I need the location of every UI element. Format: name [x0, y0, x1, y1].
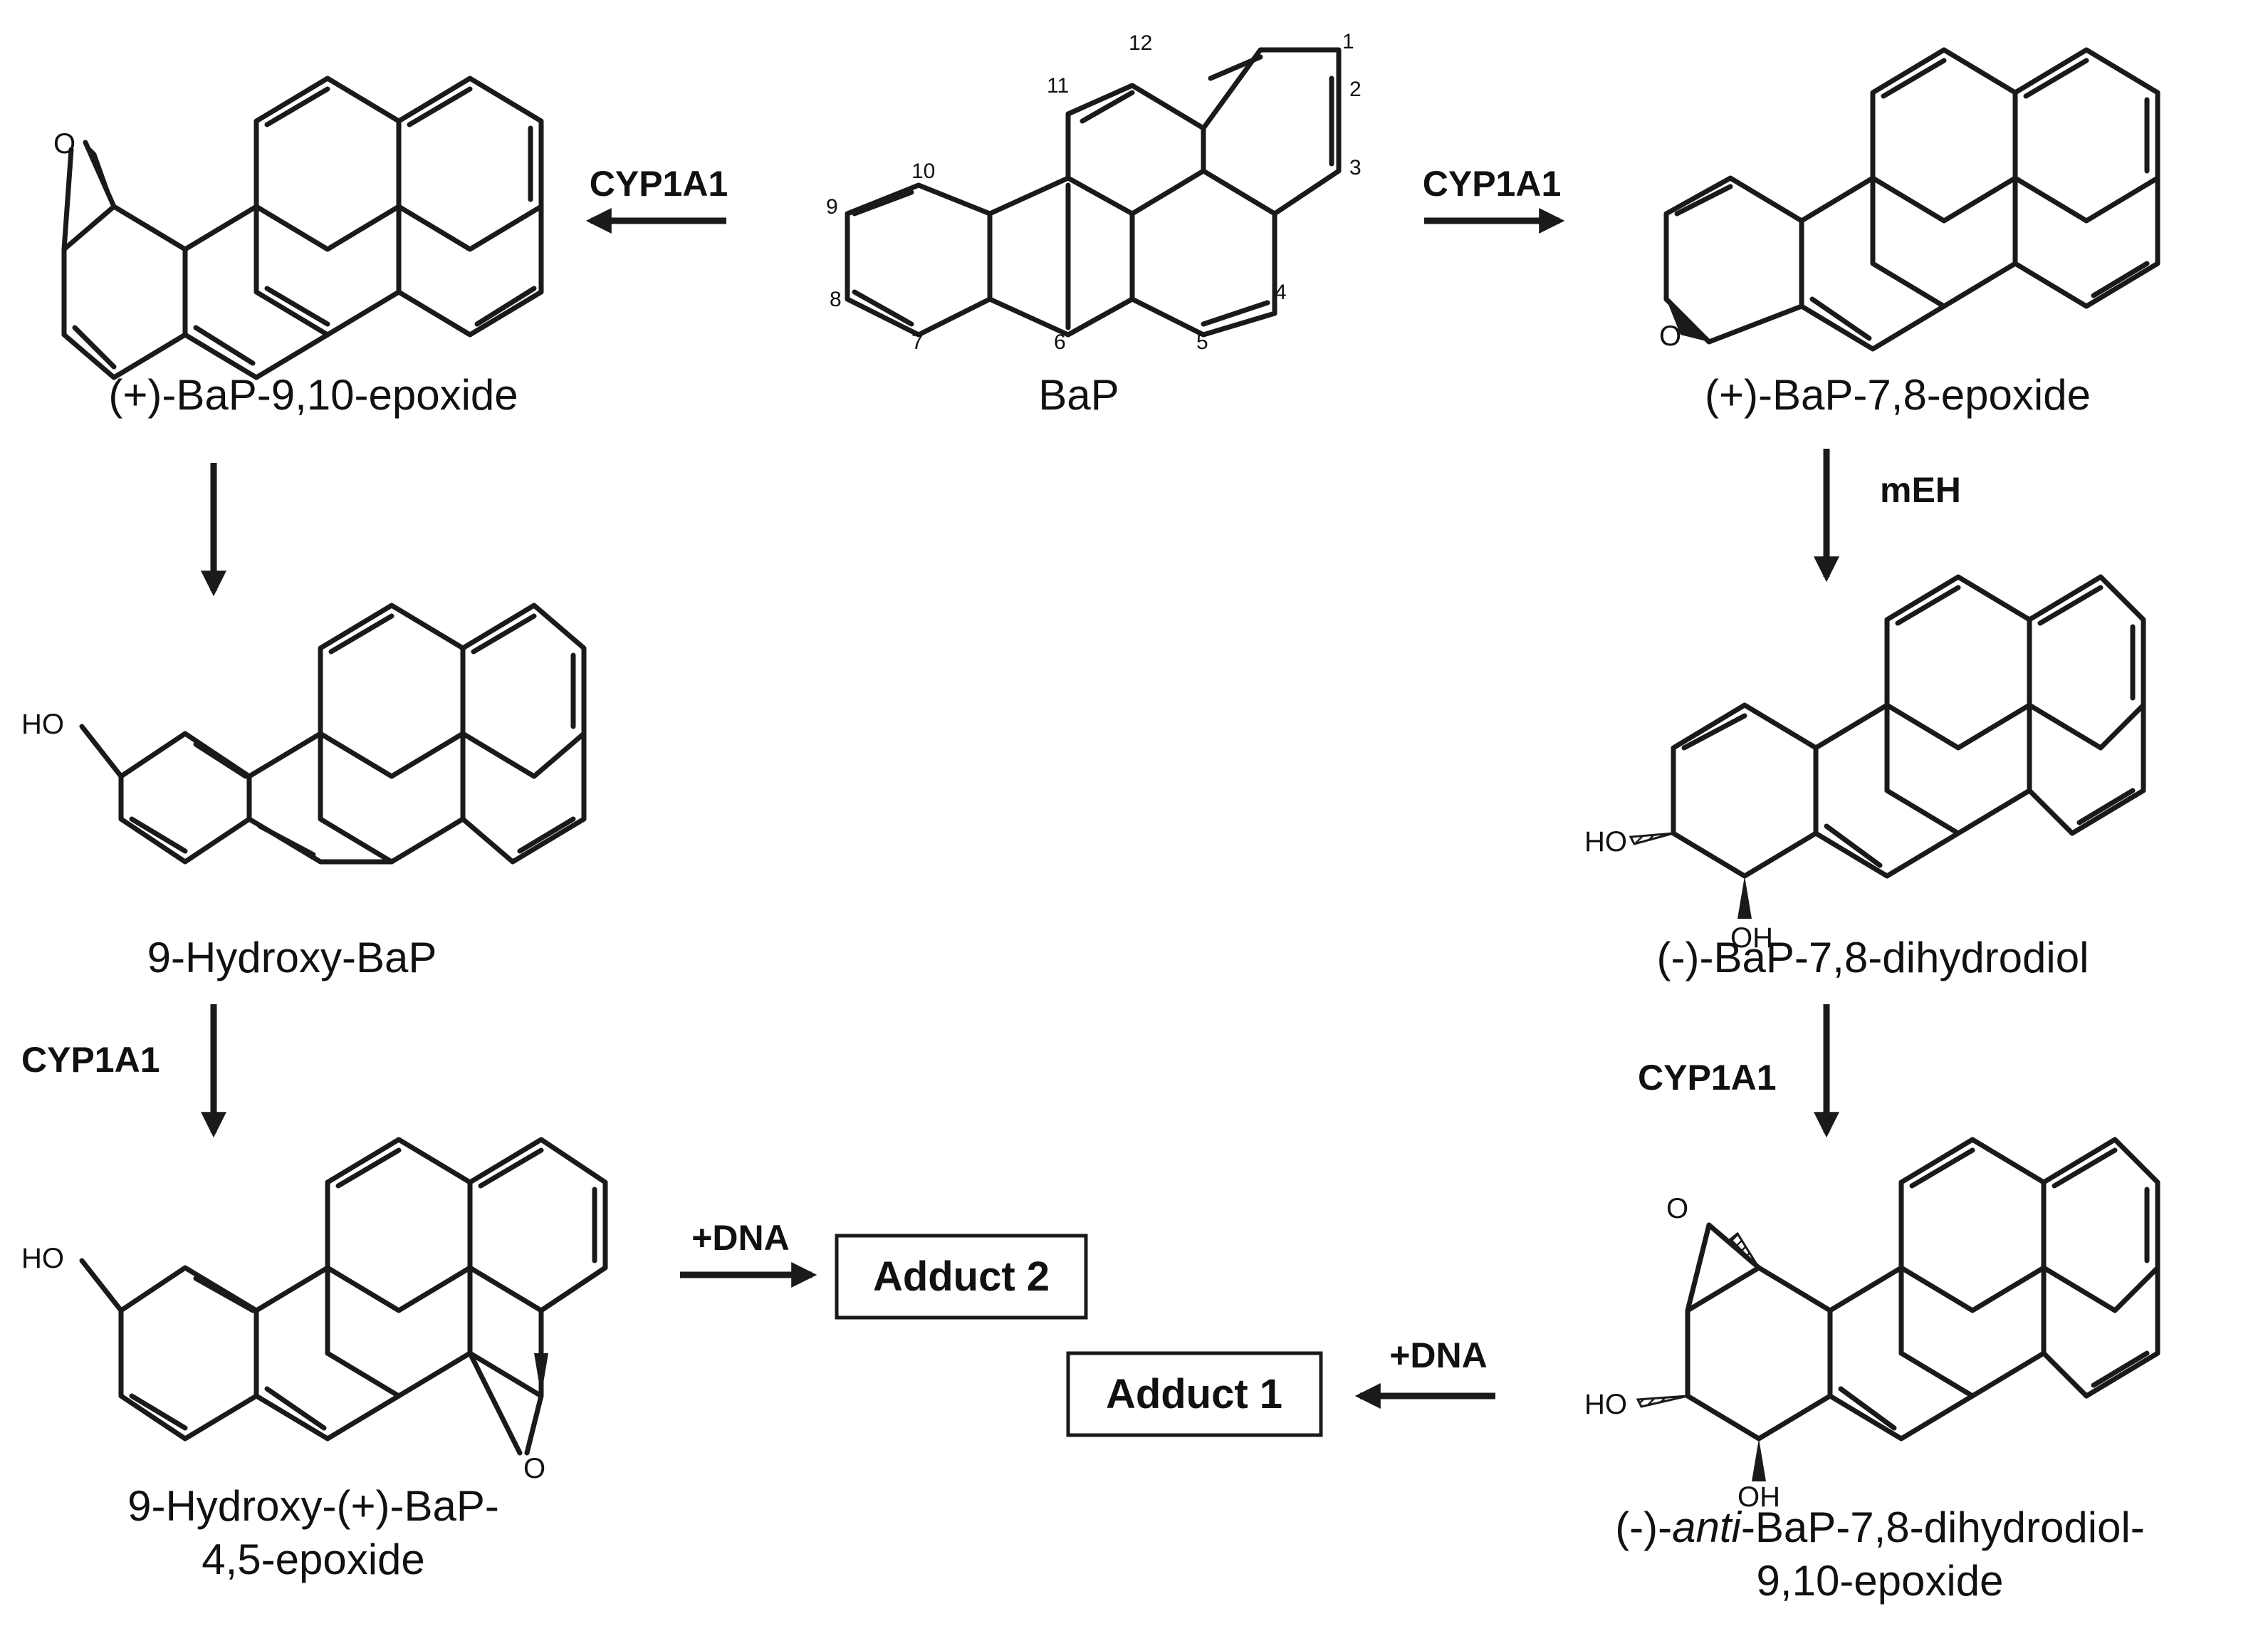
- bap-num-9: 9: [826, 195, 838, 219]
- 9-hydroxy-ho: HO: [21, 709, 64, 740]
- dihydrodiol-ho: HO: [1584, 826, 1627, 858]
- bap-num-2: 2: [1349, 78, 1362, 101]
- bap-num-7: 7: [911, 330, 924, 354]
- bap-num-8: 8: [830, 288, 842, 311]
- bap-910-epoxide-label: (+)-BaP-9,10-epoxide: [108, 371, 518, 419]
- bap-num-3: 3: [1349, 156, 1362, 179]
- bap-num-11: 11: [1047, 74, 1069, 98]
- adduct-1-box: [1066, 1351, 1323, 1437]
- dihydrodiol-label: (-)-BaP-7,8-dihydrodiol: [1657, 934, 2089, 981]
- enzyme-cyp1a1-3: CYP1A1: [21, 1040, 160, 1080]
- hydroxy45-ho: HO: [21, 1243, 64, 1274]
- hydroxy45-oxygen: O: [523, 1453, 545, 1484]
- bap-num-4: 4: [1275, 281, 1287, 304]
- bap-num-12: 12: [1129, 31, 1152, 55]
- enzyme-cyp1a1-4: CYP1A1: [1638, 1058, 1777, 1098]
- 9-hydroxy-45-epoxide-structure: HO O: [21, 1137, 608, 1484]
- bap-78-epoxide-structure: O: [1659, 47, 2160, 352]
- diol-epoxide-oxygen: O: [1666, 1193, 1688, 1224]
- enzyme-meh: mEH: [1880, 470, 1961, 510]
- epox78-oxygen: O: [1659, 320, 1681, 352]
- hydroxy-45-epoxide-label-2: 4,5-epoxide: [202, 1536, 425, 1583]
- bap-78-epoxide-label: (+)-BaP-7,8-epoxide: [1705, 371, 2091, 419]
- dihydrodiol-structure: HO OH: [1584, 574, 2146, 954]
- diol-epoxide-prefix: (-)-: [1615, 1503, 1672, 1551]
- bap-structure: 1 2 3 4 5 6 7 8 9 10 11 12: [826, 30, 1362, 354]
- hydroxy-45-epoxide-label-1: 9-Hydroxy-(+)-BaP-: [127, 1482, 499, 1530]
- diol-epoxide-label-2: 9,10-epoxide: [1757, 1557, 2004, 1605]
- dna-label-1: +DNA: [1389, 1335, 1488, 1375]
- diol-epoxide-label-1: (-)-anti-BaP-7,8-dihydrodiol-: [1615, 1503, 2145, 1551]
- diol-epoxide-oh: OH: [1737, 1481, 1780, 1513]
- diol-epoxide-ho: HO: [1584, 1389, 1627, 1420]
- bap-num-5: 5: [1196, 330, 1208, 354]
- adduct-1-label: Adduct 1: [1106, 1371, 1282, 1417]
- adduct-2-box: [835, 1234, 1088, 1320]
- bap-num-10: 10: [911, 160, 935, 183]
- bap-num-1: 1: [1342, 30, 1354, 53]
- diol-epoxide-suffix: -BaP-7,8-dihydrodiol-: [1741, 1503, 2145, 1551]
- 9-hydroxy-bap-structure: HO: [21, 603, 587, 865]
- bap-label: BaP: [1038, 371, 1119, 419]
- bap-num-6: 6: [1054, 330, 1066, 354]
- enzyme-cyp1a1-1: CYP1A1: [590, 164, 728, 204]
- enzyme-cyp1a1-2: CYP1A1: [1423, 164, 1562, 204]
- bap-910-epoxide-structure: O: [53, 75, 544, 380]
- dna-label-2: +DNA: [691, 1218, 790, 1258]
- diol-epoxide-anti: anti: [1672, 1503, 1742, 1551]
- diol-epoxide-structure: O HO OH: [1584, 1137, 2160, 1513]
- dihydrodiol-oh: OH: [1730, 922, 1773, 954]
- epox910-oxygen: O: [53, 128, 75, 160]
- adduct-2-label: Adduct 2: [873, 1254, 1050, 1300]
- 9-hydroxy-bap-label: 9-Hydroxy-BaP: [147, 934, 437, 981]
